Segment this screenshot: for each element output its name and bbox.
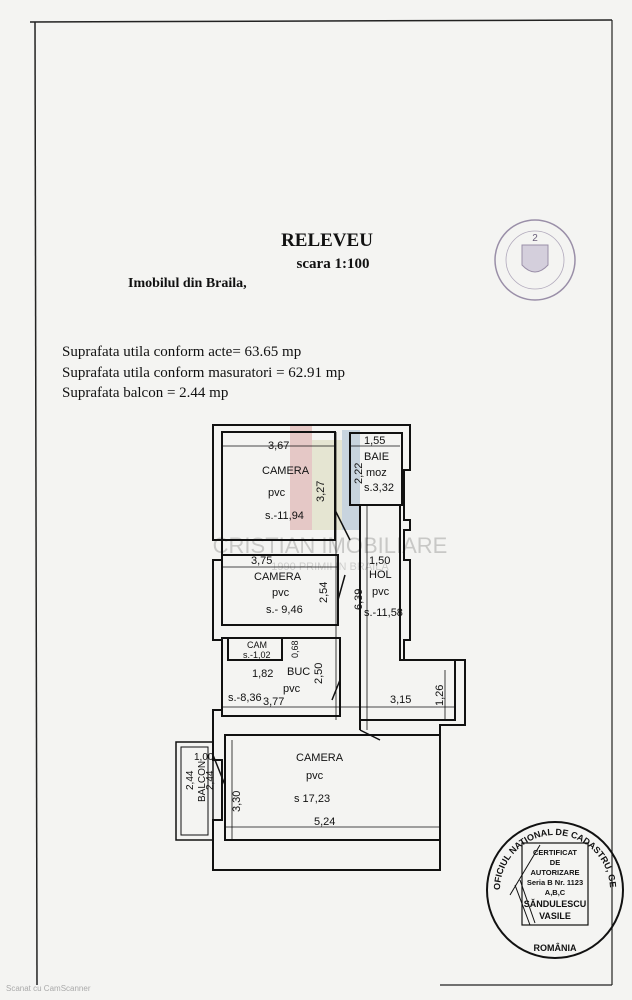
svg-text:2: 2 <box>532 233 538 244</box>
svg-text:CRISTIAN IMOBILIARE: CRISTIAN IMOBILIARE <box>213 533 448 558</box>
svg-text:3,67: 3,67 <box>268 440 289 452</box>
svg-text:BUC: BUC <box>287 666 310 678</box>
svg-text:3,75: 3,75 <box>251 555 272 567</box>
room-balcon <box>175 741 214 841</box>
svg-text:pvc: pvc <box>268 487 286 499</box>
svg-text:2,54: 2,54 <box>318 582 330 603</box>
svg-text:s 17,23: s 17,23 <box>294 793 330 805</box>
svg-text:2,44: 2,44 <box>205 770 216 790</box>
building-label: Imobilul din Braila, <box>128 276 247 291</box>
svg-text:CAMERA: CAMERA <box>296 752 344 764</box>
svg-text:pvc: pvc <box>283 683 301 695</box>
scanner-footer: Scanat cu CamScanner <box>6 984 91 993</box>
svg-text:1,26: 1,26 <box>434 685 446 706</box>
area-balcony: Suprafata balcon = 2.44 mp <box>62 385 229 401</box>
svg-text:DE: DE <box>550 858 560 867</box>
area-deed: Suprafata utila conform acte= 63.65 mp <box>62 344 302 360</box>
room-camera-2 <box>221 554 339 626</box>
area-measured: Suprafata utila conform masuratori = 62.… <box>62 365 345 381</box>
svg-text:3,27: 3,27 <box>315 481 327 502</box>
svg-text:pvc: pvc <box>306 770 324 782</box>
document-title: RELEVEU <box>281 230 373 251</box>
svg-text:3,77: 3,77 <box>263 696 284 708</box>
svg-text:BALCON: BALCON <box>197 761 208 802</box>
svg-text:Seria B Nr. 1123: Seria B Nr. 1123 <box>527 878 583 887</box>
svg-text:A,B,C: A,B,C <box>545 888 566 897</box>
svg-text:5,24: 5,24 <box>314 816 335 828</box>
svg-text:1,50: 1,50 <box>369 555 390 567</box>
svg-text:s.- 9,46: s.- 9,46 <box>266 604 303 616</box>
svg-text:AUTORIZARE: AUTORIZARE <box>530 868 579 877</box>
svg-text:CERTIFICAT: CERTIFICAT <box>533 848 577 857</box>
svg-text:s.-11,94: s.-11,94 <box>265 510 304 522</box>
cadastre-stamp-top: 2 <box>494 219 576 301</box>
svg-text:s.-8,36: s.-8,36 <box>228 692 262 704</box>
svg-text:s.-11,58: s.-11,58 <box>364 607 403 619</box>
svg-text:2,50: 2,50 <box>313 663 325 684</box>
room-camera-3 <box>224 734 441 841</box>
svg-text:1,55: 1,55 <box>364 435 385 447</box>
svg-text:ROMÂNIA: ROMÂNIA <box>534 942 577 953</box>
room-baie <box>349 432 403 506</box>
svg-text:3,15: 3,15 <box>390 694 411 706</box>
room-buc <box>221 637 341 717</box>
svg-text:3,30: 3,30 <box>231 791 243 812</box>
svg-text:s.-1,02: s.-1,02 <box>243 650 271 660</box>
svg-text:CAM: CAM <box>247 640 267 650</box>
svg-text:CAMERA: CAMERA <box>262 465 310 477</box>
svg-text:2,44: 2,44 <box>185 770 196 790</box>
outer-wall <box>212 424 466 871</box>
svg-text:CAMERA: CAMERA <box>254 571 302 583</box>
svg-text:1,82: 1,82 <box>252 668 273 680</box>
svg-text:6,39: 6,39 <box>353 589 365 610</box>
svg-text:0,68: 0,68 <box>290 640 300 658</box>
svg-text:pvc: pvc <box>372 586 390 598</box>
watermark: CRISTIAN IMOBILIARE 1990 PRIMII IN BRAIL… <box>213 425 448 573</box>
room-camera-1 <box>221 431 336 541</box>
svg-text:s.3,32: s.3,32 <box>364 482 394 494</box>
svg-text:HOL: HOL <box>369 569 392 581</box>
svg-text:VASILE: VASILE <box>539 911 571 921</box>
authorization-stamp: OFICIUL NATIONAL DE CADASTRU, GEODEZIE S… <box>480 815 624 959</box>
svg-text:pvc: pvc <box>272 587 290 599</box>
scale-label: scara 1:100 <box>296 256 370 272</box>
svg-text:1,00: 1,00 <box>194 752 214 763</box>
svg-text:BAIE: BAIE <box>364 451 389 463</box>
svg-text:2,22: 2,22 <box>353 463 365 484</box>
svg-text:moz: moz <box>366 467 387 479</box>
svg-text:SĂNDULESCU: SĂNDULESCU <box>524 899 587 909</box>
room-hol <box>359 505 456 730</box>
